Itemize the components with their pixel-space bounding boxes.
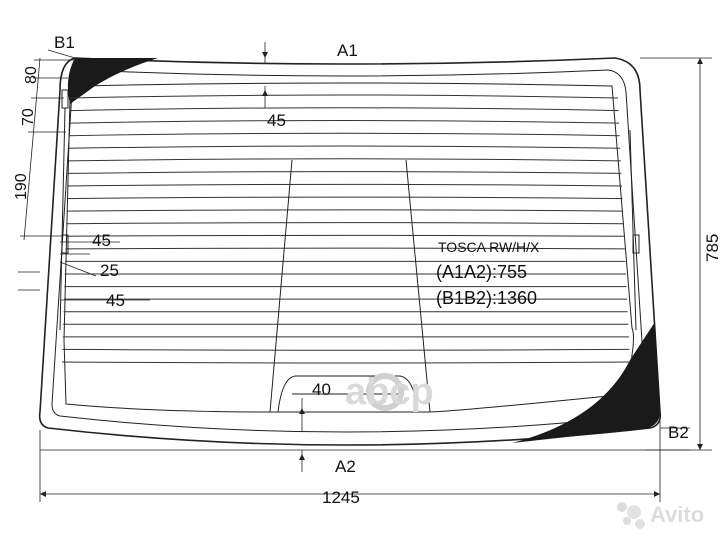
dim-inner-45-low: 45 bbox=[106, 291, 125, 310]
left-connector-top bbox=[61, 89, 69, 109]
left-bus-bar bbox=[59, 107, 66, 331]
heating-line bbox=[69, 120, 620, 124]
dim-top-80: 80 bbox=[23, 66, 40, 84]
notch-40-arrow bbox=[299, 408, 305, 414]
bottom-dim-arrow-left bbox=[40, 491, 46, 497]
avito-watermark: Avito bbox=[617, 502, 704, 529]
bottom-notch bbox=[277, 375, 419, 413]
corner-frit-top-left bbox=[67, 58, 158, 104]
dim-width-1245: 1245 bbox=[322, 488, 360, 507]
avito-dot-3 bbox=[623, 517, 631, 525]
heating-line bbox=[69, 94, 619, 99]
abcp-logo-circle-1 bbox=[366, 373, 404, 411]
heating-line bbox=[66, 222, 624, 225]
heating-line bbox=[67, 183, 623, 187]
right-connectors bbox=[629, 129, 640, 331]
heating-line bbox=[61, 361, 631, 364]
a2-arrow bbox=[299, 454, 305, 460]
label-b1: B1 bbox=[54, 33, 75, 52]
info-model: TOSCA RW/H/X bbox=[438, 239, 540, 255]
heating-line bbox=[67, 171, 622, 174]
glass-outer-outline bbox=[38, 57, 662, 446]
heating-line bbox=[68, 158, 621, 162]
avito-dot-2 bbox=[627, 505, 641, 519]
avito-dot-4 bbox=[635, 519, 645, 529]
dim-inner-40: 40 bbox=[312, 380, 331, 399]
heating-line bbox=[69, 107, 619, 112]
heating-line bbox=[62, 336, 629, 338]
avito-logo-text: Avito bbox=[650, 502, 704, 527]
label-a2: A2 bbox=[335, 457, 356, 476]
inner-25-leader bbox=[59, 261, 97, 277]
heating-line bbox=[68, 145, 621, 149]
dim-left-190: 190 bbox=[13, 173, 30, 200]
heating-lines bbox=[61, 94, 631, 364]
label-b2: B2 bbox=[668, 423, 689, 442]
a1-arrow bbox=[262, 52, 268, 58]
dim-inner-45-top: 45 bbox=[267, 111, 286, 130]
left-connectors bbox=[59, 89, 69, 331]
dim-height-785: 785 bbox=[703, 234, 720, 262]
avito-dot-1 bbox=[617, 502, 627, 512]
right-bus-bar bbox=[629, 129, 637, 331]
heating-line bbox=[65, 260, 626, 262]
dim-inner-45-mid: 45 bbox=[92, 231, 111, 250]
label-a1: A1 bbox=[337, 41, 358, 60]
heating-line bbox=[65, 234, 625, 237]
corner-frit-bottom-right bbox=[512, 322, 660, 443]
abcp-watermark: abcp bbox=[345, 371, 434, 413]
heating-line bbox=[65, 247, 625, 250]
info-a1a2: (A1A2):755 bbox=[436, 262, 527, 282]
left-dim-chain bbox=[23, 57, 41, 241]
heated-zone-outline bbox=[63, 82, 634, 413]
b1-leader bbox=[47, 49, 76, 59]
heating-line bbox=[66, 209, 624, 212]
heat-divider-left bbox=[269, 159, 293, 413]
info-b1b2: (B1B2):1360 bbox=[436, 288, 537, 308]
inner-45-top-arrow bbox=[262, 90, 268, 96]
right-dim-arrow-top bbox=[697, 58, 703, 64]
heating-line bbox=[66, 196, 623, 200]
heat-divider-right bbox=[405, 159, 431, 413]
abcp-logo-text: abcp bbox=[345, 371, 434, 413]
heating-line bbox=[62, 348, 630, 351]
dim-inner-25: 25 bbox=[100, 261, 119, 280]
bottom-dim-arrow-right bbox=[654, 491, 660, 497]
heating-line bbox=[68, 132, 620, 137]
dim-top-70: 70 bbox=[20, 108, 37, 126]
right-dim-arrow-bottom bbox=[697, 444, 703, 450]
